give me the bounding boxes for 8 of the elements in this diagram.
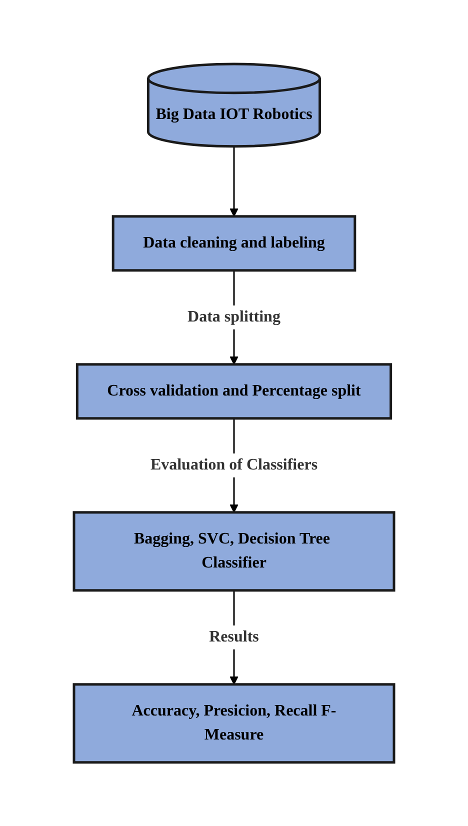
edge-label: Results [209,628,259,646]
edge-label: Evaluation of Classifiers [150,456,318,474]
arrow [230,146,238,217]
node-box: Accuracy, Presicion, Recall F-Measure [72,682,396,764]
edge-label: Data splitting [188,308,280,326]
node-box: Bagging, SVC, Decision Tree Classifier [72,510,396,592]
node-box: Data cleaning and labeling [112,214,356,272]
node-box: Cross validation and Percentage split [76,362,392,420]
